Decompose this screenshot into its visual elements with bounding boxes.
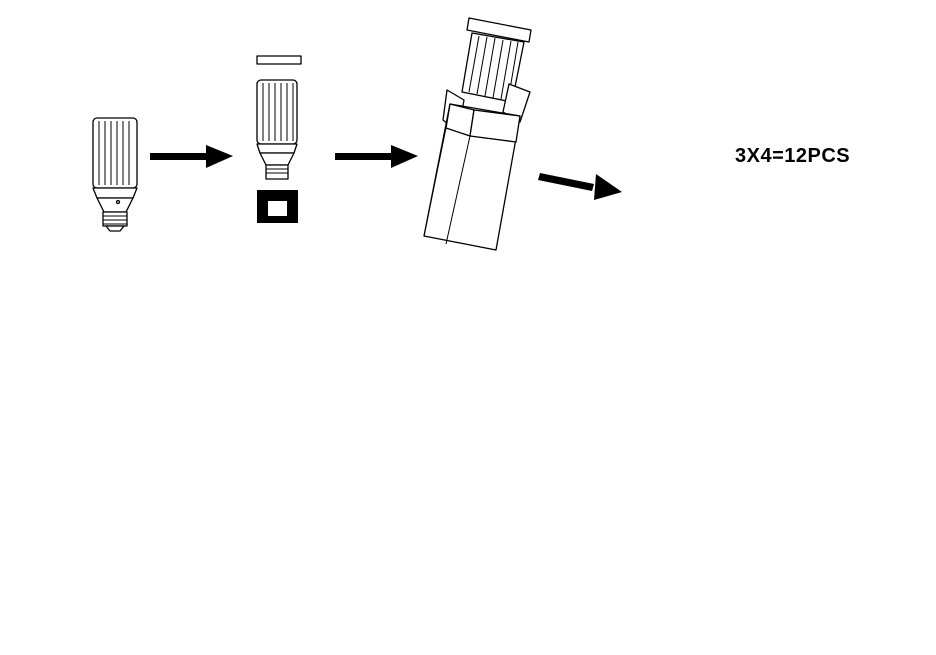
arrow-right-2 <box>335 145 418 168</box>
arrow-right-1 <box>150 145 233 168</box>
arrow-right-3 <box>538 173 622 200</box>
bulb-with-caps-step2 <box>256 55 302 223</box>
corn-bulb-step1 <box>92 117 138 232</box>
quantity-label: 3X4=12PCS <box>735 145 851 167</box>
bulb-in-box-step3 <box>423 17 532 251</box>
